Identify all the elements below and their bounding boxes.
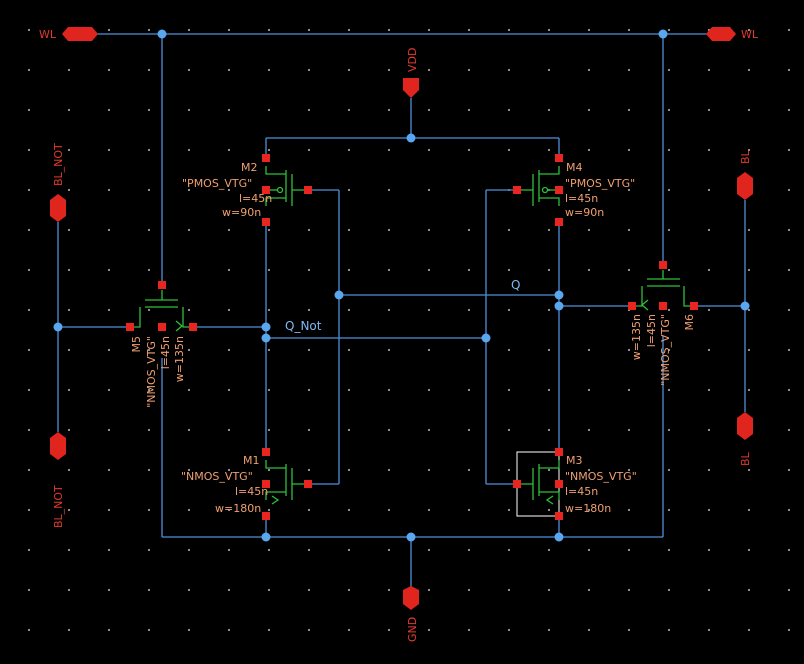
- junction-dot: [334, 290, 344, 300]
- m1-model: "NMOS_VTG": [181, 470, 253, 483]
- device-pin[interactable]: [126, 323, 134, 331]
- gnd-label: GND: [406, 617, 419, 642]
- bl-not-bottom-label: BL_NOT: [52, 485, 65, 528]
- m5-name: M5: [130, 336, 143, 353]
- device-pin[interactable]: [304, 480, 312, 488]
- device-pin[interactable]: [262, 512, 270, 520]
- device-pin[interactable]: [262, 448, 270, 456]
- port-bl-not-bottom[interactable]: [50, 432, 66, 460]
- device-pin[interactable]: [189, 323, 197, 331]
- bl-top-label: BL: [739, 149, 752, 164]
- device-pin[interactable]: [555, 186, 563, 194]
- m4-model: "PMOS_VTG": [565, 177, 635, 190]
- m4-name: M4: [566, 161, 583, 174]
- port-bl-top[interactable]: [737, 172, 753, 200]
- m4-width: w=90n: [565, 206, 604, 219]
- junction-dot: [740, 301, 750, 311]
- port-labels: WL WL VDD GND BL_NOT BL_NOT BL BL: [39, 28, 759, 642]
- junction-dot: [554, 290, 564, 300]
- device-pin[interactable]: [555, 218, 563, 226]
- port-bl-bottom[interactable]: [737, 412, 753, 440]
- m2-length: l=45n: [239, 192, 272, 205]
- m3-width: w=180n: [565, 502, 611, 515]
- m5-model: "NMOS_VTG": [145, 336, 158, 408]
- port-wl-left[interactable]: [62, 27, 98, 41]
- m6-width: w=135n: [630, 314, 643, 360]
- port-bl-not-top[interactable]: [50, 194, 66, 222]
- junction-dot: [481, 333, 491, 343]
- junction-dot: [554, 532, 564, 542]
- m6-name: M6: [683, 314, 696, 331]
- m6-model: "NMOS_VTG": [659, 314, 672, 386]
- m3-length: l=45n: [565, 485, 598, 498]
- m2-name: M2: [241, 161, 258, 174]
- port-gnd[interactable]: [403, 586, 419, 610]
- device-pin[interactable]: [262, 154, 270, 162]
- m6-length: l=45n: [645, 314, 658, 347]
- junction-dot: [53, 322, 63, 332]
- device-m6[interactable]: [632, 270, 694, 311]
- m2-model: "PMOS_VTG": [182, 177, 252, 190]
- wires: [57, 33, 746, 590]
- device-pin[interactable]: [262, 218, 270, 226]
- junction-dots: [53, 29, 750, 542]
- device-pin[interactable]: [690, 302, 698, 310]
- junction-dot: [554, 301, 564, 311]
- device-pin[interactable]: [158, 281, 166, 289]
- m2-width: w=90n: [222, 206, 261, 219]
- device-pin[interactable]: [304, 186, 312, 194]
- net-label-q-not: Q_Not: [285, 319, 322, 333]
- device-pin[interactable]: [555, 448, 563, 456]
- junction-dot: [406, 133, 416, 143]
- junction-dot: [261, 532, 271, 542]
- m1-name: M1: [243, 454, 260, 467]
- m5-length: l=45n: [159, 336, 172, 369]
- device-pin[interactable]: [262, 480, 270, 488]
- junction-dot: [261, 322, 271, 332]
- device-m1[interactable]: [265, 460, 308, 505]
- junction-dot: [406, 532, 416, 542]
- device-pin[interactable]: [555, 154, 563, 162]
- device-pin[interactable]: [158, 323, 166, 331]
- port-wl-right[interactable]: [706, 27, 736, 41]
- device-pin[interactable]: [513, 480, 521, 488]
- device-pin[interactable]: [555, 512, 563, 520]
- port-vdd[interactable]: [403, 78, 419, 98]
- device-m2[interactable]: [265, 166, 308, 206]
- junction-dot: [157, 29, 167, 39]
- device-pins: [126, 154, 698, 520]
- ports: [50, 27, 753, 610]
- bl-not-top-label: BL_NOT: [52, 143, 65, 186]
- m1-width: w=180n: [215, 502, 261, 515]
- junction-dot: [658, 29, 668, 39]
- device-pin[interactable]: [659, 261, 667, 269]
- wl-right-label: WL: [741, 28, 759, 41]
- m3-name: M3: [566, 454, 583, 467]
- net-label-q: Q: [511, 278, 520, 292]
- device-pin[interactable]: [555, 480, 563, 488]
- vdd-label: VDD: [406, 48, 419, 72]
- device-m5[interactable]: [130, 290, 193, 332]
- device-pin[interactable]: [513, 186, 521, 194]
- device-pin[interactable]: [628, 302, 636, 310]
- device-labels: M2 "PMOS_VTG" l=45n w=90n M1 "NMOS_VTG" …: [130, 161, 696, 515]
- m3-model: "NMOS_VTG": [565, 470, 637, 483]
- device-m4[interactable]: [517, 166, 560, 206]
- wl-left-label: WL: [39, 28, 57, 41]
- m1-length: l=45n: [235, 485, 268, 498]
- bl-bottom-label: BL: [739, 451, 752, 466]
- m4-length: l=45n: [565, 192, 598, 205]
- device-pin[interactable]: [659, 302, 667, 310]
- device-pin[interactable]: [262, 186, 270, 194]
- junction-dot: [261, 333, 271, 343]
- m5-width: w=135n: [173, 336, 186, 382]
- device-m3[interactable]: [516, 451, 560, 517]
